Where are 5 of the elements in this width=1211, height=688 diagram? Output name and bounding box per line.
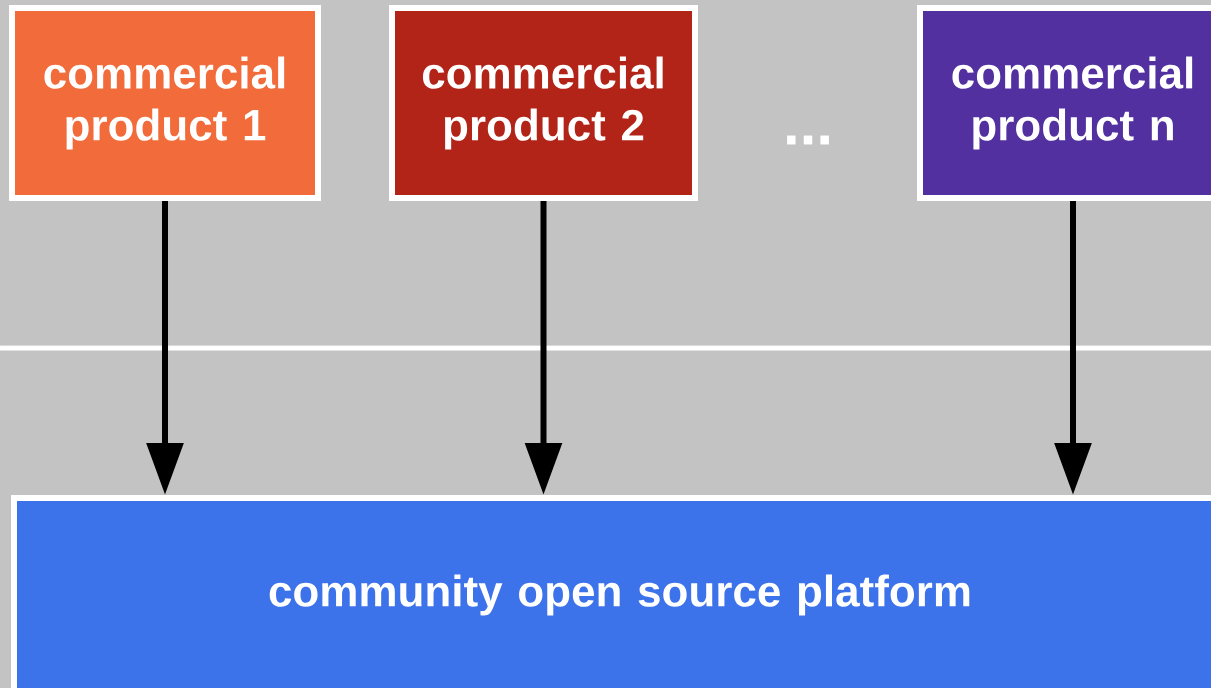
product-box: commercial product 2: [389, 5, 698, 201]
platform-box: community open source platform: [11, 495, 1211, 688]
ellipsis: ...: [787, 135, 829, 145]
product-box: commercial product 1: [9, 5, 321, 201]
product-box: commercial product n: [917, 5, 1211, 201]
